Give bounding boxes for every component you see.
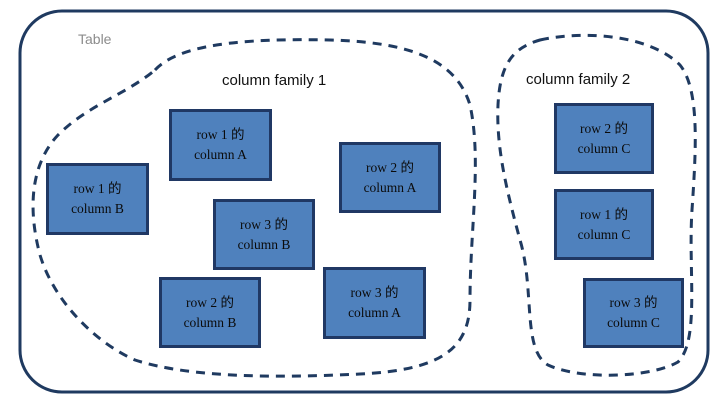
cell-line-column: column B: [183, 314, 237, 330]
cell-line-row: row 1 的: [580, 206, 628, 222]
cell-line-column: column B: [71, 201, 124, 216]
cell-line-row: row 3 的: [609, 295, 658, 310]
cell-row3-colB: row 3 的 column B: [213, 199, 315, 270]
cell-line-row: row 1 的: [73, 181, 122, 196]
cell-row3-colC: row 3 的 column C: [583, 278, 684, 348]
column-family-2-label: column family 2: [526, 71, 631, 88]
cell-line-row: row 2 的: [580, 120, 628, 136]
cell-row1-colC: row 1 的 column C: [554, 189, 654, 260]
cell-row2-colC: row 2 的 column C: [554, 103, 654, 174]
cell-row1-colA: row 1 的 column A: [169, 109, 272, 181]
cell-line-row: row 3 的: [240, 216, 288, 232]
cell-line-column: column C: [607, 315, 660, 330]
cell-line-row: row 1 的: [196, 127, 245, 142]
cell-row2-colB: row 2 的 column B: [159, 277, 261, 348]
cell-line-row: row 3 的: [350, 285, 399, 300]
table-outline: [18, 9, 710, 394]
cell-line-column: column A: [194, 147, 247, 162]
cell-line-column: column B: [237, 236, 291, 252]
cell-row2-colA: row 2 的 column A: [339, 142, 441, 213]
column-family-1-boundary: [31, 38, 477, 378]
cell-line-column: column A: [348, 305, 401, 320]
cell-row1-colB: row 1 的 column B: [46, 163, 149, 235]
cell-line-row: row 2 的: [366, 159, 414, 175]
column-family-2-boundary: [496, 33, 697, 377]
table-label: Table: [78, 31, 112, 47]
cell-line-column: column C: [577, 140, 631, 156]
cell-line-column: column A: [363, 179, 417, 195]
cell-line-column: column C: [577, 226, 631, 242]
cell-row3-colA: row 3 的 column A: [323, 267, 426, 339]
column-family-1-label: column family 1: [222, 72, 327, 89]
cell-line-row: row 2 的: [186, 294, 234, 310]
